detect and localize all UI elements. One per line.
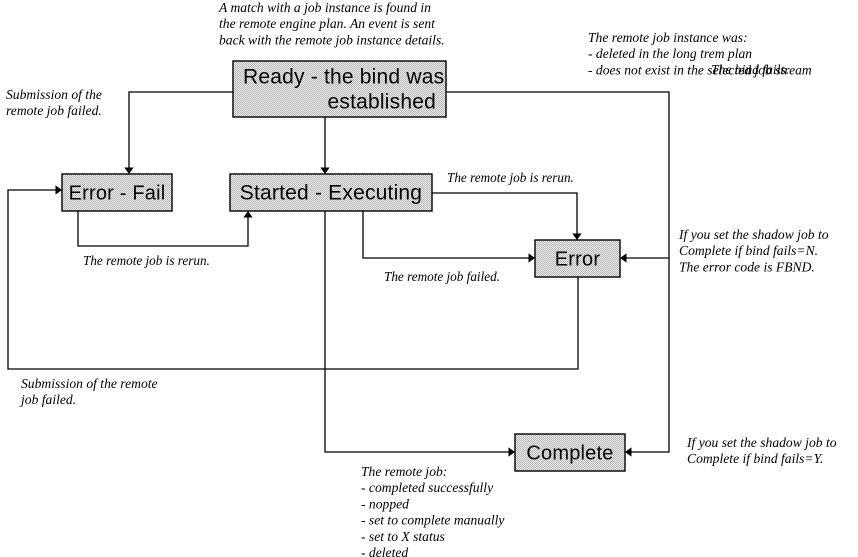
edges-layer <box>7 91 670 457</box>
annotation-bind-fails-y-line: Complete if bind fails=Y. <box>687 451 823 466</box>
annotation-bind-fails-tail: The bind fails. <box>711 62 789 77</box>
edge-ready-to-error-arrowhead <box>620 253 627 263</box>
state-error-box <box>534 239 621 278</box>
edge-started-to-error-rerun <box>432 192 582 240</box>
state-started-executing-box <box>229 173 433 212</box>
edge-ready-to-started-arrowhead <box>320 167 330 174</box>
state-ready-box <box>232 60 447 118</box>
state-ready-label: established <box>328 91 436 114</box>
annotation-remote-job-rerun-bottom: The remote job is rerun. <box>83 253 210 268</box>
edge-started-to-error-failed <box>362 211 535 263</box>
annotations-layer: A match with a job instance is found int… <box>6 0 837 557</box>
annotation-ready-bind: A match with a job instance is found int… <box>218 0 445 47</box>
state-error[interactable]: Error <box>534 239 621 278</box>
edge-error-to-error-fail <box>7 185 579 370</box>
annotation-complete-reasons-line: - completed successfully <box>361 480 494 495</box>
state-started-executing-label: Started - Executing <box>240 182 422 205</box>
state-error-fail-label: Error - Fail <box>69 183 166 205</box>
annotation-remote-job-rerun-bottom-line: The remote job is rerun. <box>83 253 210 268</box>
edge-started-to-complete <box>324 211 515 457</box>
state-error-fail-box <box>61 173 173 212</box>
annotation-ready-bind-line: A match with a job instance is found in <box>218 0 431 15</box>
annotation-remote-job-rerun-top-line: The remote job is rerun. <box>447 170 574 185</box>
annotation-bind-fails-n-line: If you set the shadow job to <box>678 227 829 242</box>
annotation-complete-reasons-line: - deleted <box>361 545 408 557</box>
annotation-submission-failed-bottom-line: Submission of the remote <box>21 376 158 391</box>
edge-error-fail-to-started <box>77 211 253 247</box>
annotation-bind-fails-n-line: The error code is FBND. <box>679 259 815 274</box>
edge-ready-to-error <box>446 91 670 263</box>
annotation-complete-reasons-line: - nopped <box>361 496 409 511</box>
annotation-bind-fails-n-line: Complete if bind fails=N. <box>679 243 818 258</box>
edge-started-to-error-failed-arrowhead <box>528 253 535 263</box>
edge-started-to-error-rerun-arrowhead <box>572 233 582 240</box>
annotation-complete-reasons-line: - set to complete manually <box>361 513 505 528</box>
state-complete[interactable]: Complete <box>514 433 626 472</box>
state-error-label: Error <box>555 249 601 271</box>
edge-ready-to-started <box>320 117 330 174</box>
annotation-remote-job-failed: The remote job failed. <box>384 269 500 284</box>
state-complete-label: Complete <box>526 443 613 465</box>
edge-ready-to-error-fail <box>124 91 233 174</box>
annotation-ready-bind-line: the remote engine plan. An event is sent <box>219 16 436 31</box>
annotation-complete-reasons-line: - set to X status <box>361 529 445 544</box>
edge-ready-to-complete <box>625 258 670 457</box>
state-complete-box <box>514 433 626 472</box>
annotation-remote-job-failed-line: The remote job failed. <box>384 269 500 284</box>
edge-ready-to-complete-arrowhead <box>625 447 632 457</box>
annotation-submission-failed-bottom-line: job failed. <box>19 392 76 407</box>
annotation-complete-reasons: The remote job:- completed successfully-… <box>361 464 505 557</box>
state-started-executing[interactable]: Started - Executing <box>229 173 433 212</box>
annotation-submission-failed-top-line: remote job failed. <box>6 103 102 118</box>
annotation-submission-failed-top-line: Submission of the <box>6 87 102 102</box>
annotation-ready-bind-line: back with the remote job instance detail… <box>219 32 445 47</box>
edge-ready-to-error-fail-arrowhead <box>124 167 134 174</box>
annotation-complete-reasons-line: The remote job: <box>361 464 447 479</box>
annotation-bind-fails: The remote job instance was:- deleted in… <box>588 30 812 77</box>
edge-started-to-complete-arrowhead <box>508 447 515 457</box>
annotation-bind-fails-line: The remote job instance was: <box>588 30 748 45</box>
annotation-bind-fails-line: - deleted in the long trem plan <box>588 46 752 61</box>
annotation-bind-fails-y-line: If you set the shadow job to <box>686 435 837 450</box>
edge-error-to-error-fail-arrowhead <box>55 185 62 195</box>
state-error-fail[interactable]: Error - Fail <box>61 173 173 212</box>
annotation-bind-fails-line: - does not exist in the selected job str… <box>588 62 812 77</box>
edge-error-fail-to-started-arrowhead <box>243 211 253 218</box>
state-ready-label: Ready - the bind was <box>243 66 444 89</box>
annotation-bind-fails-tail-line: The bind fails. <box>711 62 789 77</box>
annotation-remote-job-rerun-top: The remote job is rerun. <box>447 170 574 185</box>
